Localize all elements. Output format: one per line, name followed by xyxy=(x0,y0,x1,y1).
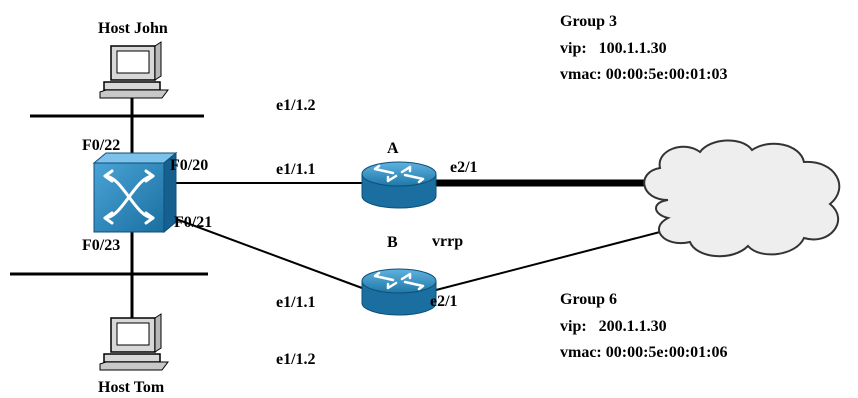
router-b-name: B xyxy=(387,234,398,251)
port-f0-21-label: F0/21 xyxy=(174,214,212,231)
router-a-if-top-label: e1/1.2 xyxy=(276,97,316,114)
port-f0-23-label: F0/23 xyxy=(82,237,120,254)
group6-vip: vip: 200.1.1.30 xyxy=(560,318,667,335)
protocol-label: vrrp xyxy=(432,233,463,250)
switch-icon xyxy=(92,151,178,234)
port-f0-22-label: F0/22 xyxy=(82,137,120,154)
cloud-icon xyxy=(643,139,841,258)
link-router-b-cloud xyxy=(435,231,661,291)
group6-title: Group 6 xyxy=(560,291,617,308)
router-b-if-bottom-label: e1/1.2 xyxy=(276,351,316,368)
link-switch-router-b xyxy=(167,215,363,289)
group3-vip: vip: 100.1.1.30 xyxy=(560,40,667,57)
host-tom-label: Host Tom xyxy=(98,379,165,396)
router-a-if-lan-label: e1/1.1 xyxy=(276,161,316,178)
router-a-name: A xyxy=(387,140,399,157)
group3-vmac: vmac: 00:00:5e:00:01:03 xyxy=(560,66,728,83)
group6-vmac: vmac: 00:00:5e:00:01:06 xyxy=(560,344,728,361)
router-a-icon xyxy=(361,161,437,209)
router-b-if-lan-label: e1/1.1 xyxy=(276,294,316,311)
router-a-if-wan-label: e2/1 xyxy=(450,159,478,176)
host-john-label: Host John xyxy=(98,20,168,37)
port-f0-20-label: F0/20 xyxy=(170,157,208,174)
router-b-if-wan-label: e2/1 xyxy=(430,293,458,310)
host-john-pc-icon xyxy=(99,41,169,99)
host-tom-pc-icon xyxy=(99,313,169,371)
router-b-icon xyxy=(361,268,437,316)
group3-title: Group 3 xyxy=(560,13,617,30)
